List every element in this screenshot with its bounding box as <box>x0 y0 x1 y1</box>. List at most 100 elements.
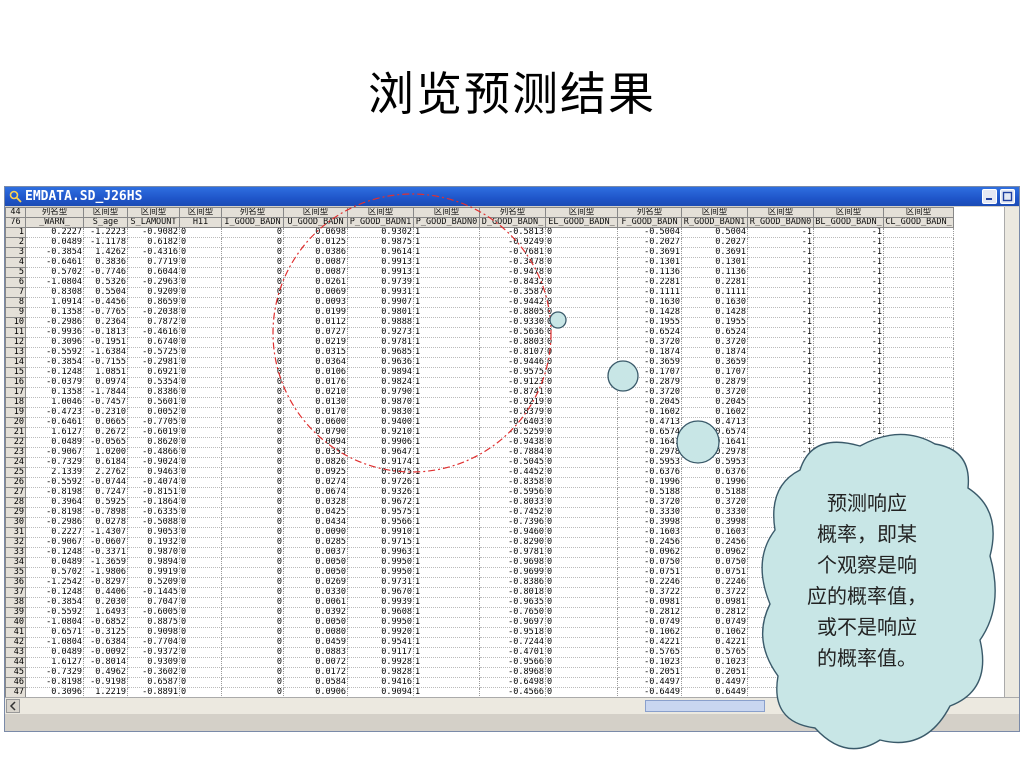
table-cell: 0.0459 <box>283 637 348 648</box>
column-name-header[interactable]: CL_GOOD_BADN_ <box>883 217 954 228</box>
column-type-header[interactable]: 区间型 <box>83 207 128 218</box>
table-cell: 1.0200 <box>83 447 128 458</box>
row-number: 45 <box>5 667 26 678</box>
table-cell: -0.5004 <box>617 227 682 238</box>
column-type-header[interactable]: 区间型 <box>413 207 480 218</box>
table-cell: 0.9541 <box>347 637 414 648</box>
column-type-header[interactable]: 区间型 <box>883 207 954 218</box>
vertical-scrollbar[interactable] <box>1004 207 1019 697</box>
table-cell: 0.0906 <box>283 687 348 697</box>
horizontal-scrollbar[interactable] <box>5 697 1019 714</box>
column-name-header[interactable]: R_GOOD_BADN1 <box>681 217 748 228</box>
column-type-header[interactable]: 区间型 <box>747 207 814 218</box>
table-cell: -0.3478 <box>479 257 546 268</box>
scroll-left-button[interactable] <box>6 699 20 713</box>
column-name-header[interactable]: U_GOOD_BADN <box>283 217 348 228</box>
table-cell: 0.2030 <box>83 597 128 608</box>
table-cell: -0.9478 <box>479 267 546 278</box>
table-cell: -0.5592 <box>25 347 84 358</box>
table-cell: 0 <box>179 687 222 697</box>
table-cell: 0 <box>179 517 222 528</box>
scroll-thumb[interactable] <box>645 700 765 712</box>
maximize-button[interactable] <box>1000 189 1015 204</box>
column-name-header[interactable]: S_age <box>83 217 128 228</box>
table-cell: -0.5956 <box>479 487 546 498</box>
row-number: 3 <box>5 247 26 258</box>
column-type-header[interactable]: 列名型 <box>221 207 284 218</box>
column-type-header[interactable]: 区间型 <box>127 207 180 218</box>
column-name-header[interactable]: I_GOOD_BADN <box>221 217 284 228</box>
column-type-header[interactable]: 区间型 <box>813 207 884 218</box>
table-cell: -1 <box>813 387 884 398</box>
column-name-header[interactable]: P_GOOD_BADN0 <box>413 217 480 228</box>
column-type-header[interactable]: 区间型 <box>545 207 618 218</box>
table-cell: 0 <box>221 667 284 678</box>
column-name-header[interactable]: R_GOOD_BADN0 <box>747 217 814 228</box>
column-type-header[interactable]: 区间型 <box>179 207 222 218</box>
table-cell: -0.2038 <box>127 307 180 318</box>
table-cell: -1 <box>813 357 884 368</box>
column-name-header[interactable]: BL_GOOD_BADN_ <box>813 217 884 228</box>
column-name-header[interactable]: H11 <box>179 217 222 228</box>
table-cell: 0 <box>179 627 222 638</box>
column-name-header[interactable]: F_GOOD_BADN <box>617 217 682 228</box>
table-cell: 1 <box>413 477 480 488</box>
table-cell: 0 <box>179 607 222 618</box>
row-number: 15 <box>5 367 26 378</box>
table-cell: 0.0219 <box>283 337 348 348</box>
table-cell: -0.6524 <box>617 327 682 338</box>
column-type-header[interactable]: 区间型 <box>347 207 414 218</box>
column-type-header[interactable]: 列名型 <box>479 207 546 218</box>
window-titlebar[interactable]: EMDATA.SD_J26HS <box>5 187 1019 206</box>
table-cell: -0.9936 <box>25 327 84 338</box>
table-cell: 0 <box>221 617 284 628</box>
table-cell: 0.3096 <box>25 337 84 348</box>
column-name-header[interactable]: EL_GOOD_BADN_ <box>545 217 618 228</box>
row-number: 13 <box>5 347 26 358</box>
column-name-header[interactable]: P_GOOD_BADN1 <box>347 217 414 228</box>
table-cell: -0.8151 <box>127 487 180 498</box>
column-type-header[interactable]: 列名型 <box>617 207 682 218</box>
table-cell-empty <box>883 387 954 398</box>
column-type-header[interactable]: 区间型 <box>681 207 748 218</box>
table-cell: 0 <box>221 287 284 298</box>
table-cell: -0.8805 <box>479 307 546 318</box>
column-name-header[interactable]: S_LAMOUNT <box>127 217 180 228</box>
table-cell: 0.4221 <box>681 637 748 648</box>
column-name-header[interactable]: D_GOOD_BADN_ <box>479 217 546 228</box>
column-type-header[interactable]: 区间型 <box>283 207 348 218</box>
column-name-header[interactable]: _WARN_ <box>25 217 84 228</box>
column-type-header[interactable]: 列名型 <box>25 207 84 218</box>
minimize-button[interactable] <box>982 189 997 204</box>
